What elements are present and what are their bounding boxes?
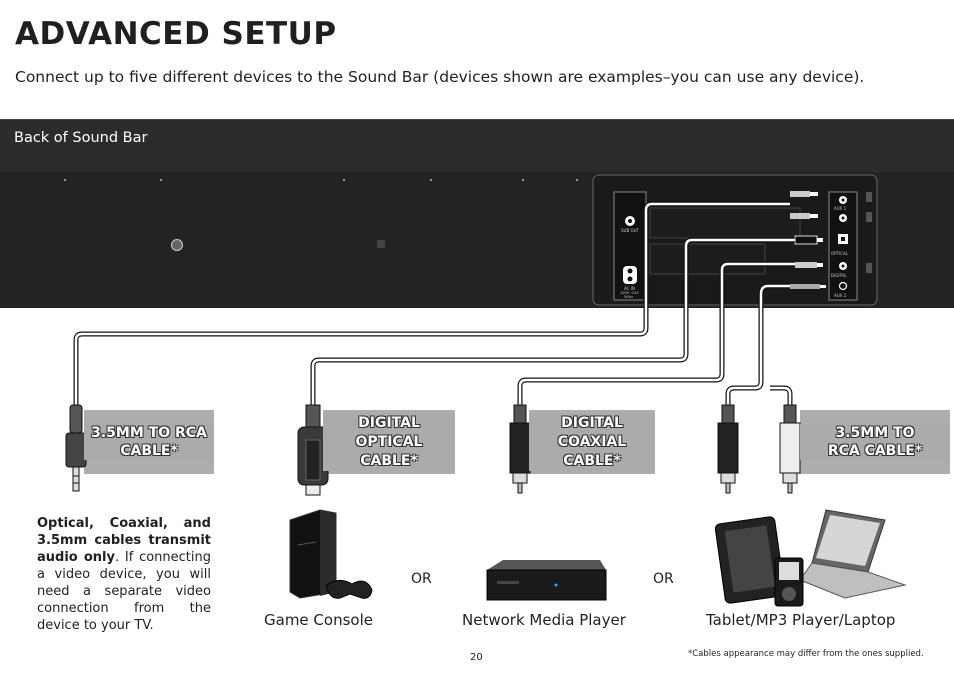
screw-icon — [576, 179, 578, 181]
soundbar-label: Back of Sound Bar — [14, 130, 148, 146]
aux2-label: AUX 2 — [834, 293, 847, 298]
page-title: ADVANCED SETUP — [15, 16, 337, 52]
callout-line: CABLE* — [563, 453, 621, 469]
optical-label: OPTICAL — [831, 251, 849, 256]
callout-line: CABLE* — [360, 453, 418, 469]
ac-in-label: AC IN — [624, 286, 635, 291]
callout-line: COAXIAL — [557, 434, 627, 450]
audio-only-note: Optical, Coaxial, and 3.5mm cables trans… — [37, 515, 211, 634]
screw-icon — [64, 179, 66, 181]
ac-in-hz-label: 50Hz — [624, 295, 633, 299]
mount-slot-icon — [377, 240, 385, 248]
callout-line: CABLE* — [120, 443, 178, 459]
callout-line: OPTICAL — [355, 434, 423, 450]
callout-line: RCA CABLE* — [827, 443, 923, 459]
game-console-icon — [289, 509, 337, 599]
note-text: . If connecting a video device, you will… — [37, 550, 211, 633]
game-console-label: Game Console — [264, 611, 373, 629]
cable-callout-optical: DIGITAL OPTICAL CABLE* — [323, 414, 455, 471]
ac-in-voltage-label: 100V~240 — [620, 291, 639, 295]
sub-out-label: SUB OUT — [621, 228, 640, 233]
callout-line: 3.5MM TO — [835, 425, 915, 441]
screw-icon — [343, 179, 345, 181]
mount-hole-icon — [171, 239, 183, 251]
laptop-icon — [799, 509, 907, 599]
aux1-label: AUX 1 — [834, 206, 847, 211]
soundbar-back: Back of Sound Bar — [0, 119, 954, 308]
aux2-port-icon — [838, 281, 848, 291]
cable-callout-3.5mm-rca-2: 3.5MM TO RCA CABLE* — [800, 424, 950, 460]
screw-icon — [522, 179, 524, 181]
callout-line: DIGITAL — [358, 415, 420, 431]
or-label: OR — [411, 571, 432, 587]
ac-in-socket-icon — [623, 266, 637, 284]
page-number: 20 — [470, 652, 483, 663]
or-label: OR — [653, 571, 674, 587]
optical-plug-icon — [297, 404, 329, 496]
screw-icon — [430, 179, 432, 181]
cable-callout-3.5mm-rca: 3.5MM TO RCA CABLE* — [84, 424, 214, 460]
screw-icon — [160, 179, 162, 181]
media-player-label: Network Media Player — [462, 611, 626, 629]
cable-callout-coaxial: DIGITAL COAXIAL CABLE* — [529, 414, 655, 471]
gamepad-icon — [325, 580, 373, 599]
page-subtitle: Connect up to five different devices to … — [15, 68, 865, 86]
3.5mm-plug-icon — [65, 404, 87, 492]
tablet-icon — [714, 516, 786, 604]
digital-label: DIGITAL — [831, 273, 847, 278]
callout-line: 3.5MM TO RCA — [91, 425, 207, 441]
coaxial-plug-icon — [509, 404, 531, 494]
mp3-player-icon — [774, 557, 804, 607]
callout-line: DIGITAL — [561, 415, 623, 431]
tablet-label: Tablet/MP3 Player/Laptop — [706, 611, 896, 629]
footnote: *Cables appearance may differ from the o… — [688, 649, 924, 659]
soundbar-header-band: Back of Sound Bar — [0, 119, 954, 172]
rca-plug-icon — [717, 404, 801, 494]
media-player-icon — [486, 560, 607, 601]
note-bold: Optical, Coaxial, and 3.5mm cables trans… — [37, 516, 211, 565]
